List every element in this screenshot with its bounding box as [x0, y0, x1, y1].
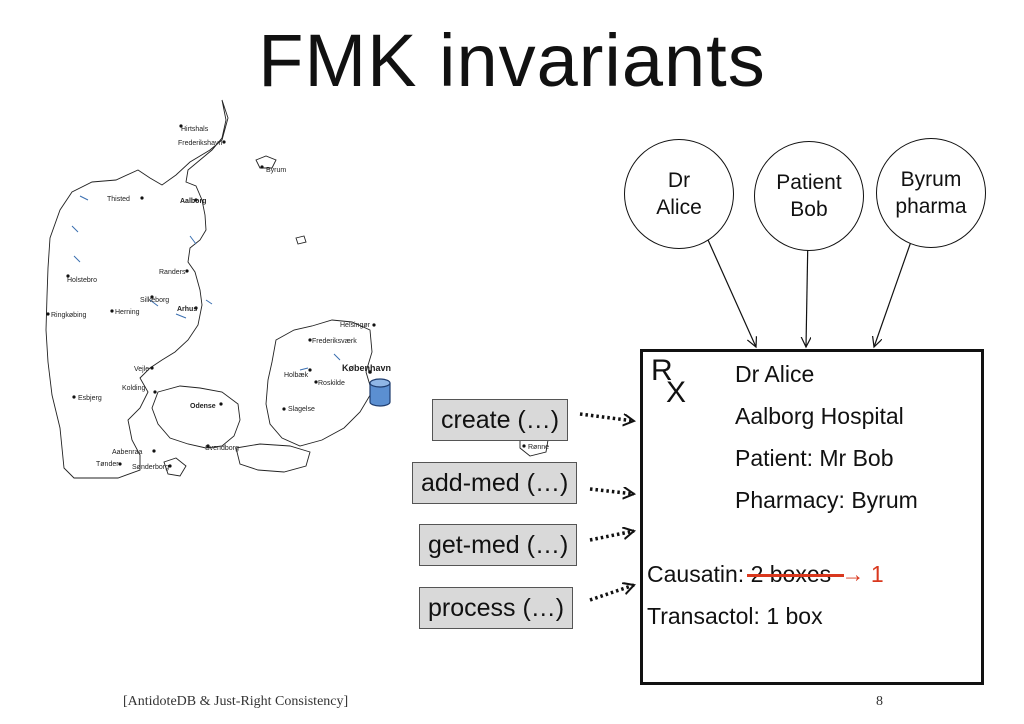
- med-change-arrow: →: [841, 561, 865, 587]
- city-label: Kolding: [122, 385, 145, 392]
- city-label: Slagelse: [288, 406, 315, 413]
- med-new-qty: 1: [870, 561, 884, 587]
- op-arrow-get-med: [589, 531, 634, 542]
- city-label: Arhus: [177, 306, 197, 313]
- city-label: Silkeborg: [140, 297, 169, 304]
- footer-citation: [AntidoteDB & Just-Right Consistency]: [123, 694, 349, 709]
- city-label: Tønder: [96, 461, 119, 468]
- als-outline: [163, 457, 187, 477]
- city-label: København: [342, 363, 391, 373]
- rx-hospital: Aalborg Hospital: [735, 403, 904, 429]
- city-label: Aabenraa: [112, 449, 142, 456]
- city-label: Randers: [159, 269, 186, 276]
- laeso-outline: [255, 155, 277, 169]
- rx-pharmacy: Pharmacy: Byrum: [735, 487, 918, 513]
- city-label: Esbjerg: [78, 395, 102, 402]
- op-add-med: add-med (…): [412, 462, 578, 504]
- prescription-box: R X Dr Alice Aalborg Hospital Patient: M…: [640, 349, 984, 685]
- med-name: Transactol:: [647, 603, 760, 629]
- op-process: process (…): [419, 587, 574, 629]
- rx-symbol-r: R: [651, 354, 673, 387]
- slide-title: FMK invariants: [258, 19, 766, 102]
- actor-patient-bob: Patient Bob: [754, 141, 864, 251]
- lolland-outline: [235, 443, 311, 473]
- city-label: Frederikshavn: [178, 140, 222, 147]
- city-label: Herning: [115, 309, 140, 316]
- anholt-outline: [295, 235, 307, 245]
- city-label: Frederiksværk: [312, 338, 357, 345]
- jutland-outline: [45, 99, 229, 479]
- city-label: Odense: [190, 403, 216, 410]
- med-name: Causatin:: [647, 561, 745, 587]
- map-lake: [71, 195, 341, 371]
- city-label: Helsingør: [340, 322, 371, 329]
- rx-doctor: Dr Alice: [735, 361, 815, 387]
- city-label: Sønderborg: [132, 464, 169, 471]
- actor-dr-alice: Dr Alice: [624, 139, 734, 249]
- city-label: Roskilde: [318, 380, 345, 387]
- actor-arrow-bob: [806, 232, 808, 347]
- page-number: 8: [876, 694, 883, 709]
- rx-patient: Patient: Mr Bob: [735, 445, 894, 471]
- op-create: create (…): [432, 399, 569, 441]
- zealand-outline: [265, 319, 373, 447]
- actor-arrow-byrum: [874, 232, 915, 347]
- city-label: Ringkøbing: [51, 312, 87, 319]
- strike-line: [746, 574, 844, 577]
- op-arrow-add-med: [589, 489, 634, 494]
- med-qty: 1 box: [766, 603, 823, 629]
- city-label: Aalborg: [180, 198, 206, 205]
- city-label: Holbæk: [284, 372, 309, 379]
- city-label: Holstebro: [67, 277, 97, 284]
- rx-symbol-x: X: [666, 376, 687, 409]
- actor-byrum-pharma: Byrum pharma: [876, 138, 986, 248]
- actor-arrow-alice: [703, 230, 756, 347]
- map-city-dots: [46, 124, 526, 468]
- city-label: Hirtshals: [181, 126, 209, 133]
- op-arrow-process: [589, 585, 634, 602]
- funen-outline: [151, 385, 241, 449]
- database-icon: [369, 378, 391, 407]
- city-label: Svendborg: [205, 445, 239, 452]
- op-arrow-create: [579, 412, 634, 421]
- city-label: Thisted: [107, 196, 130, 203]
- med-old-qty: 2 boxes: [746, 561, 844, 587]
- city-label: Rønne: [528, 444, 549, 451]
- city-label: Byrum: [266, 167, 286, 174]
- op-get-med: get-med (…): [419, 524, 578, 566]
- city-label: Vejle: [134, 366, 149, 373]
- medication-row-causatin: Causatin: 2 boxes → 1: [647, 561, 884, 588]
- medication-row-transactol: Transactol: 1 box: [647, 603, 823, 630]
